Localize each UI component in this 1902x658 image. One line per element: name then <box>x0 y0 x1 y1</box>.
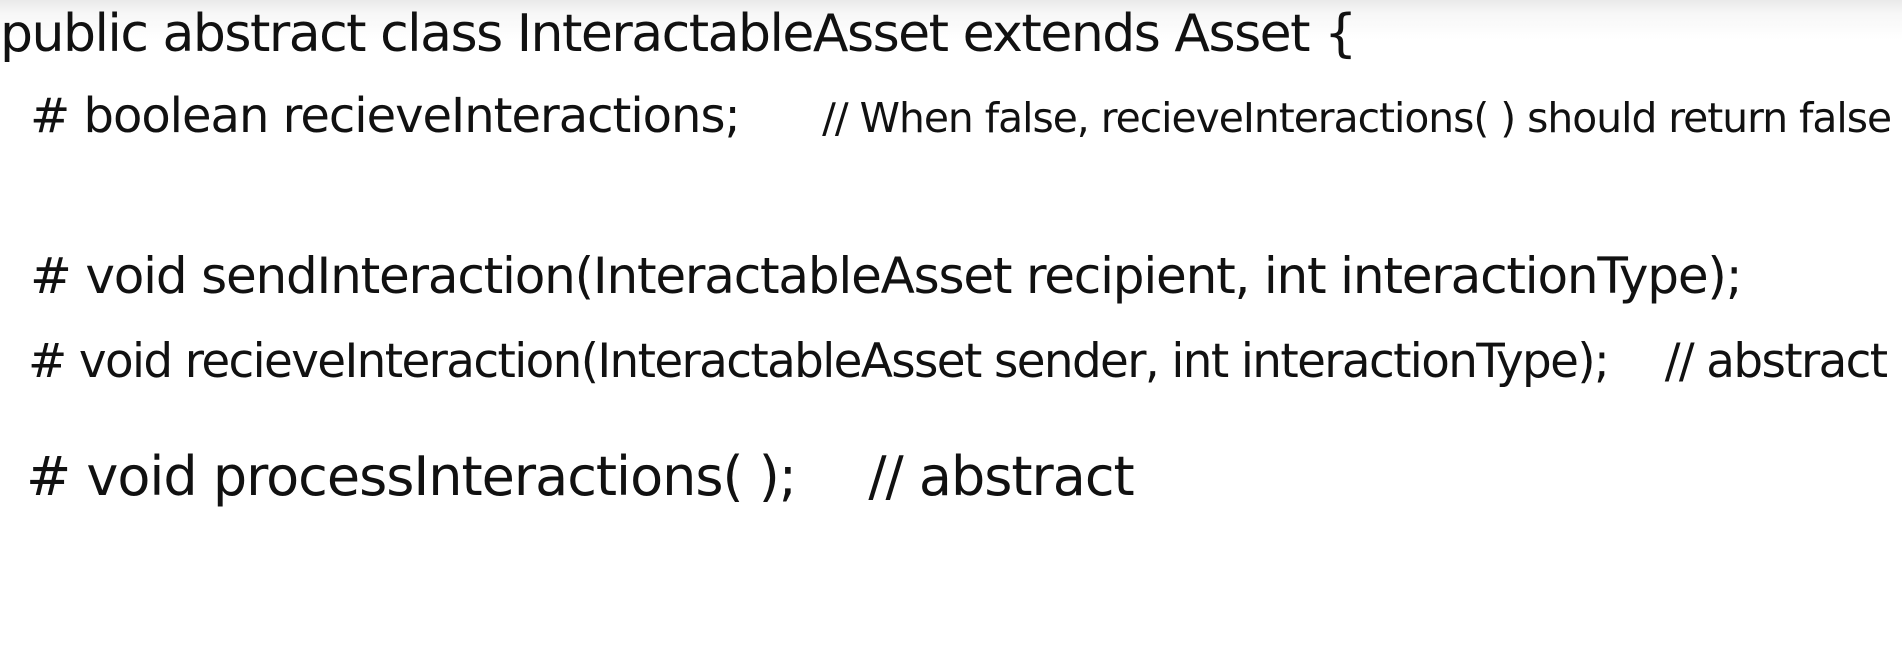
method-comment: // abstract <box>868 445 1134 508</box>
class-declaration-text: public abstract class InteractableAsset … <box>0 4 1357 64</box>
field-line-recieve-interactions: # boolean recieveInteractions; // When f… <box>30 92 1892 142</box>
field-declaration: # boolean recieveInteractions; <box>30 88 741 144</box>
method-line-send-interaction: # void sendInteraction(InteractableAsset… <box>30 251 1743 301</box>
method-declaration: # void sendInteraction(InteractableAsset… <box>30 247 1743 305</box>
method-line-process-interactions: # void processInteractions( ); // abstra… <box>26 450 1135 504</box>
method-declaration: # void recieveInteraction(InteractableAs… <box>28 335 1610 389</box>
method-line-recieve-interaction: # void recieveInteraction(InteractableAs… <box>28 339 1888 386</box>
class-declaration-line: public abstract class InteractableAsset … <box>0 8 1357 60</box>
method-comment: // abstract <box>1664 335 1888 389</box>
method-declaration: # void processInteractions( ); <box>26 445 797 508</box>
field-comment: // When false, recieveInteractions( ) sh… <box>822 94 1892 142</box>
